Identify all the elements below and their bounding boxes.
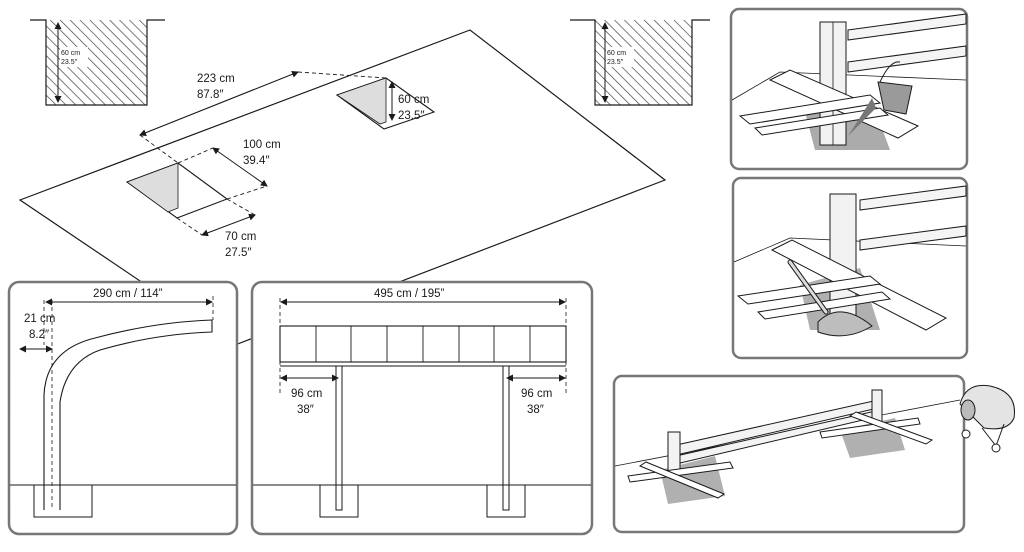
support-boards	[738, 69, 920, 139]
footing-left	[319, 484, 359, 518]
hole-length-cm: 100 cm	[243, 139, 281, 151]
step-trowel-panel	[731, 176, 969, 360]
hole-wall	[336, 77, 387, 125]
pit-depth-cm: 60 cm	[61, 50, 80, 57]
step-frame-panel	[612, 374, 1015, 534]
hole-length-in: 39.4″	[243, 155, 269, 167]
hole-wall	[126, 162, 179, 213]
concrete-pour	[848, 98, 876, 136]
ext-line	[297, 71, 387, 79]
overhang-left-cm: 96 cm	[291, 388, 322, 400]
hole-width-dim	[201, 213, 256, 237]
overhang-right-in: 38″	[527, 404, 544, 416]
ext-line	[226, 185, 268, 200]
front-width: 495 cm / 195”	[374, 288, 444, 300]
post-right	[502, 365, 510, 511]
span-cm: 223 cm	[197, 73, 235, 85]
label-bg	[60, 47, 88, 67]
span-in: 87.8″	[197, 89, 223, 101]
footing	[33, 484, 93, 518]
pit-depth-in: 23.5″	[607, 59, 624, 66]
post-left	[335, 365, 343, 511]
pit-outline	[30, 19, 165, 106]
hole-width-in: 27.5″	[225, 247, 251, 259]
ext-line	[226, 198, 256, 216]
ground-boards	[627, 411, 934, 499]
trowel-icon	[817, 311, 873, 337]
side-offset-in: 8.2″	[29, 329, 49, 341]
step-pour-concrete-panel	[729, 7, 969, 171]
side-offset-cm: 21 cm	[24, 313, 55, 325]
hole-depth-cm: 60 cm	[398, 94, 429, 106]
hole-depth-in: 23.5″	[398, 110, 424, 122]
pit-depth-cm: 60 cm	[607, 50, 626, 57]
hole-length-dim	[212, 147, 268, 187]
span-dim-line	[139, 70, 299, 137]
label-bg	[606, 47, 634, 67]
overhang-left-in: 38″	[297, 404, 314, 416]
front-elevation-panel: 495 cm / 195” 96 cm 38″ 96 cm 38″	[250, 280, 594, 536]
ext-line	[176, 217, 203, 236]
roof-dividers	[315, 326, 531, 362]
ground-plan: 223 cm 87.8″ 60 cm 23.5″ 100 cm 39.4″ 70…	[18, 29, 667, 346]
overhang-right-cm: 96 cm	[521, 388, 552, 400]
footing-right	[486, 484, 526, 518]
side-length: 290 cm / 114”	[93, 288, 163, 300]
post-and-rafter	[43, 319, 213, 510]
side-elevation-panel: 290 cm / 114” 21 cm 8.2″	[7, 280, 239, 536]
bucket-icon	[877, 81, 913, 115]
pit-section-right: 60 cm 23.5″	[570, 19, 710, 106]
hole-width-cm: 70 cm	[225, 231, 256, 243]
pit-outline	[570, 19, 710, 106]
ext-line	[139, 134, 179, 164]
pit-section-left: 60 cm 23.5″	[30, 19, 165, 106]
ext-line	[177, 147, 214, 164]
pit-depth-in: 23.5″	[61, 59, 78, 66]
cement-mixer-icon	[959, 384, 1015, 453]
rail-beams	[847, 13, 967, 73]
